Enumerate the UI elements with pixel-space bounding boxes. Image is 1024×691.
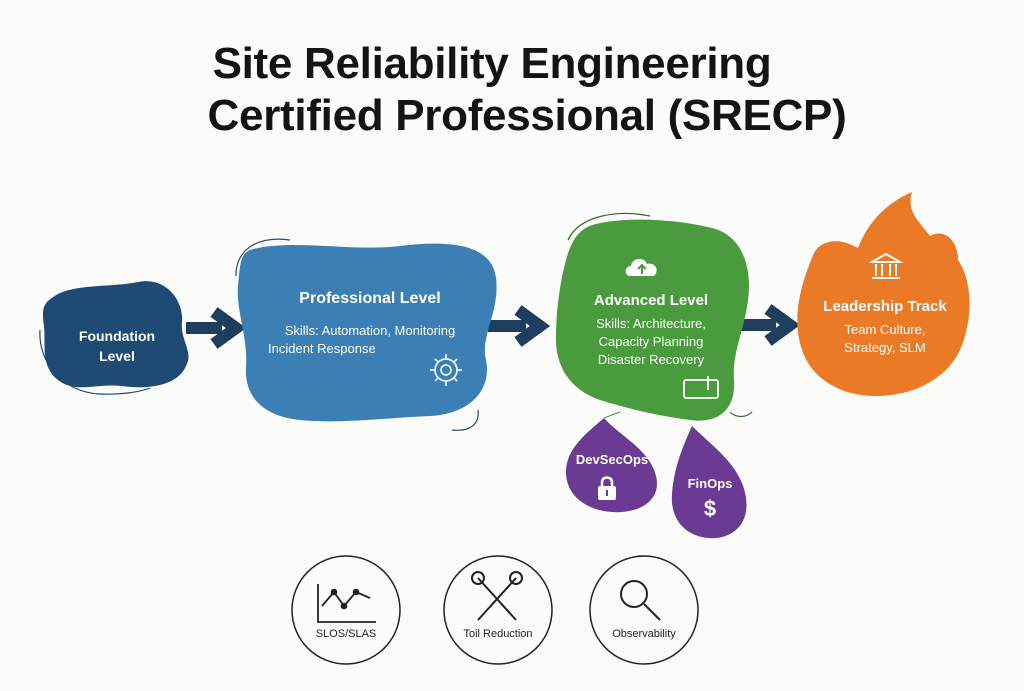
magnifier-icon xyxy=(620,580,661,621)
line-chart-icon xyxy=(317,584,376,623)
arrow-2 xyxy=(488,305,551,347)
leadership-line-2: Strategy, SLM xyxy=(844,340,926,355)
institution-icon xyxy=(868,252,904,279)
professional-shape xyxy=(237,243,497,422)
wrench-screwdriver-icon xyxy=(471,571,523,621)
title-line-2: Certified Professional (SRECP) xyxy=(207,91,847,140)
title-line-1: Site Reliability Engineering xyxy=(212,39,772,88)
leadership-shape xyxy=(797,192,970,396)
practice-circle-toil xyxy=(443,555,553,665)
card-icon xyxy=(683,376,719,399)
devsecops-label: DevSecOps xyxy=(575,452,649,467)
lock-icon xyxy=(598,476,616,500)
advanced-line-1: Skills: Architecture, xyxy=(596,316,706,331)
diagram-title: Site Reliability Engineering Certified P… xyxy=(0,38,1024,142)
foundation-shape xyxy=(42,281,189,388)
advanced-heading: Advanced Level xyxy=(593,292,709,309)
arrow-1 xyxy=(186,307,247,349)
professional-line-2: Incident Response xyxy=(268,341,376,356)
advanced-line-2: Capacity Planning xyxy=(598,334,704,349)
cloud-upload-icon xyxy=(625,258,657,276)
professional-line-1: Skills: Automation, Monitoring xyxy=(284,323,456,338)
practice-label-slos: SLOS/SLAS xyxy=(315,628,377,640)
devsecops-shape xyxy=(566,418,657,513)
foundation-line-1: Foundation xyxy=(78,328,156,344)
practice-circle-slos xyxy=(291,555,401,665)
dollar-icon: $ xyxy=(703,496,717,521)
leadership-label: Leadership Track Team Culture, Strategy,… xyxy=(800,298,970,357)
professional-heading: Professional Level xyxy=(299,290,441,307)
practice-label-toil: Toil Reduction xyxy=(463,628,533,640)
arrow-3 xyxy=(738,304,801,346)
professional-label: Professional Level Skills: Automation, M… xyxy=(250,290,490,358)
gear-icon xyxy=(430,354,462,386)
leadership-line-1: Team Culture, xyxy=(844,322,926,337)
advanced-shape xyxy=(556,219,749,421)
foundation-line-2: Level xyxy=(99,348,135,364)
advanced-line-3: Disaster Recovery xyxy=(597,352,705,367)
leadership-heading: Leadership Track xyxy=(823,298,947,315)
finops-label: FinOps xyxy=(687,476,733,491)
advanced-label: Advanced Level Skills: Architecture, Cap… xyxy=(556,292,746,369)
practice-label-observability: Observability xyxy=(612,628,676,640)
finops-shape xyxy=(671,426,747,539)
practice-circle-observability xyxy=(589,555,699,665)
foundation-label: Foundation Level xyxy=(52,326,182,366)
